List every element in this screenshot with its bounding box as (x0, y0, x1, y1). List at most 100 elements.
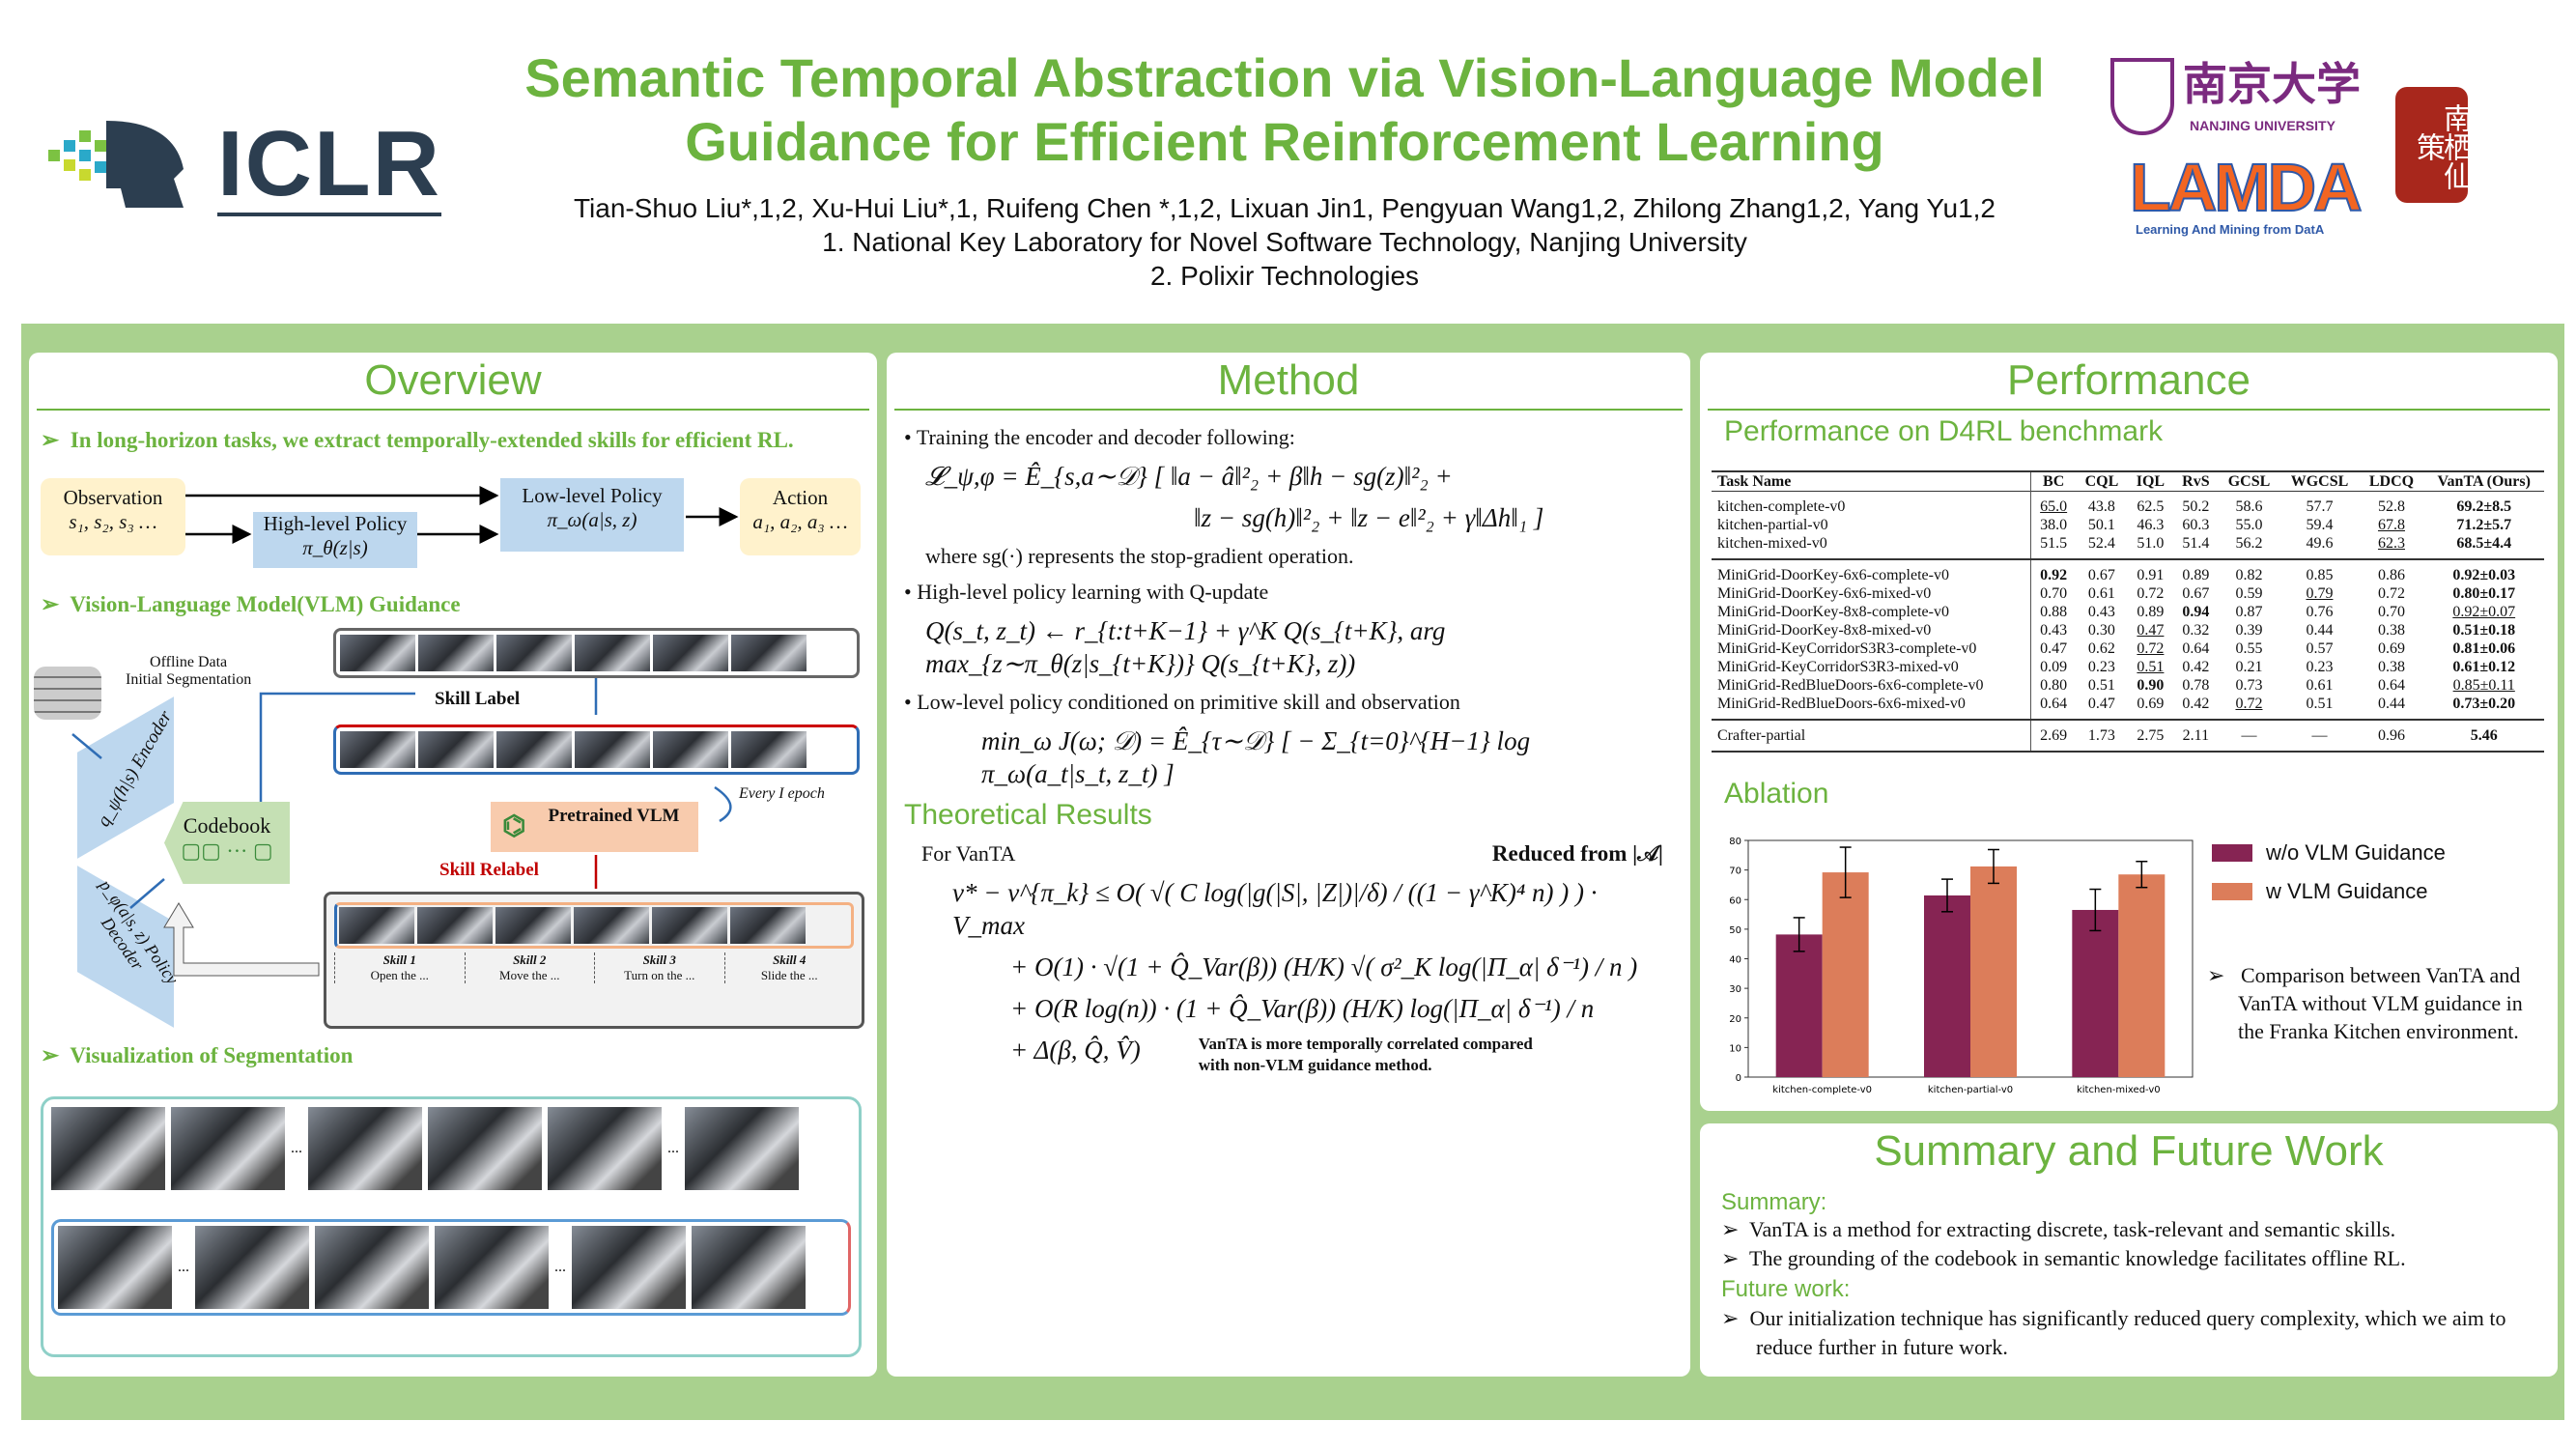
lamda-subtitle: Learning And Mining from DatA (2136, 222, 2325, 237)
bar (2118, 874, 2166, 1077)
score-cell: 68.5±4.4 (2456, 535, 2512, 552)
poster-title-line2: Guidance for Efficient Reinforcement Lea… (685, 111, 1884, 172)
ellipsis: ... (554, 1259, 566, 1275)
score-cell: 2.11 (2182, 727, 2210, 744)
x-tick-label: kitchen-complete-v0 (1772, 1085, 1872, 1095)
score-cell: 0.64 (2377, 677, 2405, 694)
nju-emblem-icon (2110, 58, 2174, 135)
task-name-cell: kitchen-mixed-v0 (1712, 534, 2032, 559)
flow-arrows (185, 486, 739, 544)
y-tick-label: 30 (1729, 984, 1741, 995)
reduced-from-annotation: Reduced from |𝒜| (1491, 841, 1663, 866)
score-cell: 0.69 (2377, 640, 2405, 657)
labeled-trajectory-strip (333, 724, 860, 775)
task-name-cell: MiniGrid-RedBlueDoors-6x6-mixed-v0 (1712, 695, 2032, 720)
authors: Tian-Shuo Liu*,1,2, Xu-Hui Liu*,1, Ruife… (573, 193, 1996, 223)
vlm-brain-icon: ⌬ (502, 811, 526, 841)
initial-segmentation-label: Initial Segmentation (126, 671, 252, 688)
method-bullet-2: • High-level policy learning with Q-upda… (904, 580, 1269, 604)
action-math: a₁, a₂, a₃ … (752, 510, 848, 533)
score-cell: 58.6 (2235, 498, 2263, 515)
high-level-math: π_θ(z|s) (302, 536, 368, 559)
score-cell: 0.94 (2182, 604, 2210, 620)
theorem-line-2: + O(1) · √(1 + Q̂_Var(β)) (H/K) √( σ²_K … (1010, 952, 1638, 981)
observation-math: s₁, s₂, s₃ … (69, 510, 157, 533)
score-cell: 0.78 (2182, 677, 2210, 694)
score-cell: 46.3 (2137, 517, 2165, 533)
y-tick-label: 70 (1729, 867, 1741, 877)
trajectory-thumbnails (340, 635, 853, 671)
score-cell: 0.96 (2377, 727, 2405, 744)
database-icon (34, 667, 101, 720)
score-cell: 0.86 (2377, 567, 2405, 583)
score-cell: 0.47 (2087, 696, 2115, 712)
score-cell: 0.85±0.11 (2452, 677, 2515, 694)
score-cell: 0.51 (2087, 677, 2115, 694)
summary-label: Summary: (1721, 1189, 1827, 1215)
score-cell: 0.72 (2137, 585, 2165, 602)
future-work-item: ➢ Our initialization technique has signi… (1721, 1306, 2506, 1359)
y-tick-label: 40 (1729, 955, 1741, 966)
theorem-line-4: + Δ(β, Q̂, V̂) (1010, 1036, 1141, 1065)
score-cell: 5.46 (2470, 727, 2498, 744)
loss-equation-line1: 𝓛_ψ,φ = Ê_{s,a∼𝒟} [ ‖a − â‖²₂ + β‖h − sg… (925, 462, 1453, 491)
y-tick-label: 60 (1729, 895, 1741, 906)
iclr-logo: ICLR (39, 111, 483, 217)
column-header: RvS (2182, 473, 2210, 490)
bullet-text: Training the encoder and decoder followi… (916, 425, 1295, 449)
score-cell: 0.47 (2137, 622, 2165, 639)
score-cell: 0.72 (2137, 640, 2165, 657)
score-cell: 55.0 (2235, 517, 2263, 533)
score-cell: 0.57 (2306, 640, 2334, 657)
task-name-cell: MiniGrid-DoorKey-8x8-mixed-v0 (1712, 621, 2032, 639)
score-cell: 0.85 (2306, 567, 2334, 583)
codebook-box: Codebook▢▢ ··· ▢ (164, 802, 290, 884)
score-cell: 67.8 (2377, 517, 2405, 533)
ablation-note: ➢ Comparison between VanTA and VanTA wit… (2207, 963, 2523, 1043)
task-name-cell: MiniGrid-DoorKey-6x6-mixed-v0 (1712, 584, 2032, 603)
score-cell: 0.73±0.20 (2452, 696, 2516, 712)
task-name-cell: MiniGrid-KeyCorridorS3R3-complete-v0 (1712, 639, 2032, 658)
future-work-text: Our initialization technique has signifi… (1749, 1306, 2506, 1359)
action-label: Action (772, 486, 829, 509)
score-cell: 0.43 (2040, 622, 2068, 639)
score-cell: 0.82 (2235, 567, 2263, 583)
score-cell: 50.1 (2087, 517, 2115, 533)
score-cell: 0.51±0.18 (2452, 622, 2516, 639)
legend-item: w/o VLM Guidance (2212, 840, 2446, 866)
ellipsis: ... (667, 1140, 679, 1156)
score-cell: 0.44 (2377, 696, 2405, 712)
overview-bullet-3: ➢ Visualization of Segmentation (41, 1043, 354, 1067)
score-cell: 0.61±0.12 (2452, 659, 2516, 675)
x-tick-label: kitchen-mixed-v0 (2077, 1085, 2161, 1095)
skill-name: Skill 1 (382, 952, 416, 967)
score-cell: 50.2 (2182, 498, 2210, 515)
future-work-label: Future work: (1721, 1276, 1851, 1302)
score-cell: 0.51 (2306, 696, 2334, 712)
score-cell: 0.67 (2087, 567, 2115, 583)
overview-bullet-1: ➢ In long-horizon tasks, we extract temp… (41, 428, 794, 452)
skill-name: Skill 4 (773, 952, 807, 967)
bullet-text: Visualization of Segmentation (70, 1043, 354, 1067)
column-header: Task Name (1712, 472, 2032, 492)
skill-description: Open the ... (370, 968, 429, 982)
summary-heading: Summary and Future Work (1874, 1127, 2384, 1175)
method-content: • Training the encoder and decoder follo… (887, 414, 1690, 1076)
skill-description: Slide the ... (760, 968, 818, 982)
score-cell: 49.6 (2306, 535, 2334, 552)
summary-panel: Summary and Future Work Summary: ➢ VanTA… (1700, 1123, 2558, 1377)
score-cell: 0.92 (2040, 567, 2068, 583)
score-cell: 0.90 (2137, 677, 2165, 694)
score-cell: 0.73 (2235, 677, 2263, 694)
codebook-label: Codebook (183, 813, 271, 838)
ablation-note-text: Comparison between VanTA and VanTA witho… (2238, 963, 2523, 1043)
score-cell: 0.61 (2087, 585, 2115, 602)
lamda-logo: LAMDA Learning And Mining from DatA (2129, 152, 2364, 249)
